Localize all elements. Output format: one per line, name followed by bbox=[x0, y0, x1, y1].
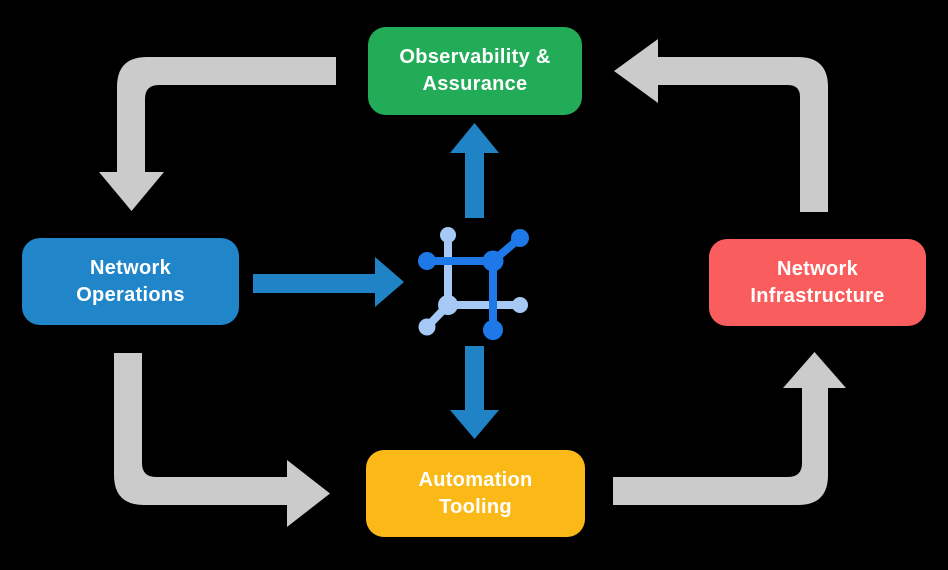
node-automation-tooling: Automation Tooling bbox=[366, 450, 585, 537]
node-label-line: Automation bbox=[418, 468, 533, 491]
node-label-line: Infrastructure bbox=[750, 284, 885, 307]
hub-blue-dots bbox=[418, 229, 529, 340]
node-network-operations: Network Operations bbox=[22, 238, 239, 325]
node-observability-assurance: Observability & Assurance bbox=[368, 27, 582, 115]
hub-light-dots bbox=[418, 227, 528, 336]
arrow-operations-to-automation bbox=[114, 353, 330, 527]
network-hub-icon bbox=[418, 227, 529, 340]
arrow-operations-to-hub bbox=[253, 257, 404, 307]
node-label-line: Network bbox=[776, 257, 858, 280]
arrow-hub-to-observability bbox=[450, 123, 499, 218]
arrow-observability-to-operations bbox=[99, 57, 336, 211]
node-label-line: Network bbox=[89, 256, 171, 279]
arrow-automation-to-infrastructure bbox=[613, 352, 846, 505]
node-label-line: Observability & bbox=[399, 46, 551, 68]
arrow-infrastructure-to-observability bbox=[614, 39, 828, 212]
node-label-line: Operations bbox=[76, 283, 185, 306]
arrow-hub-to-automation bbox=[450, 346, 499, 439]
node-label-line: Tooling bbox=[439, 495, 512, 518]
node-network-infrastructure: Network Infrastructure bbox=[709, 239, 926, 326]
node-label-line: Assurance bbox=[422, 73, 528, 95]
